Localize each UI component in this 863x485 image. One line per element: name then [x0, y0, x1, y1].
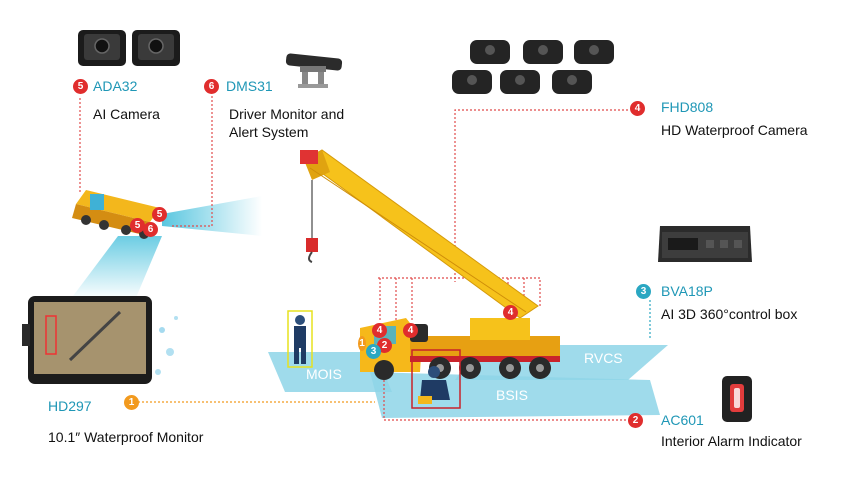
control-box-product: [658, 226, 752, 262]
side-worker-figure: [411, 349, 461, 409]
pedestrian-figure: [287, 310, 313, 368]
badge-crane-fhd808-c: 4: [503, 305, 518, 320]
badge-crane-bva18p: 3: [366, 344, 381, 359]
badge-fhd808: 4: [630, 101, 645, 116]
zone-label-bsis: BSIS: [496, 387, 528, 403]
label-fhd808-code: FHD808: [661, 99, 714, 115]
alarm-indicator-product: [722, 376, 752, 422]
zone-label-mois: MOIS: [306, 366, 342, 382]
monitor-product: [22, 296, 178, 384]
label-ac601-code: AC601: [661, 412, 704, 428]
label-fhd808-desc: HD Waterproof Camera: [661, 122, 808, 138]
ai-camera-product: [78, 30, 180, 66]
badge-crane-fhd808-a: 4: [372, 323, 387, 338]
waterproof-camera-product: [452, 40, 614, 94]
ai-camera-beam-down: [70, 236, 162, 300]
label-ada32-code: ADA32: [93, 78, 138, 94]
label-ac601-desc: Interior Alarm Indicator: [661, 433, 802, 449]
zone-label-rvcs: RVCS: [584, 350, 623, 366]
label-dms31-desc-line1: Driver Monitor and: [229, 106, 345, 122]
label-hd297-code: HD297: [48, 398, 92, 414]
badge-ada32: 5: [73, 79, 88, 94]
badge-small-crane-dms31: 6: [143, 222, 158, 237]
badge-ac601: 2: [628, 413, 643, 428]
label-bva18p-desc: AI 3D 360°control box: [661, 306, 798, 322]
label-hd297-desc: 10.1″ Waterproof Monitor: [48, 429, 204, 445]
label-dms31-code: DMS31: [226, 78, 273, 94]
badge-small-crane-ada32: 5: [152, 207, 167, 222]
badge-hd297: 1: [124, 395, 139, 410]
main-crane-illustration: [300, 149, 560, 380]
badge-small-crane-ada32-b: 5: [130, 218, 145, 233]
label-bva18p-code: BVA18P: [661, 283, 713, 299]
badge-crane-hd297: 1: [358, 336, 366, 351]
badge-crane-fhd808-b: 4: [403, 323, 418, 338]
badge-bva18p: 3: [636, 284, 651, 299]
label-ada32-desc: AI Camera: [93, 106, 160, 122]
badge-dms31: 6: [204, 79, 219, 94]
label-dms31-desc-line2: Alert System: [229, 124, 309, 140]
dms-camera-product: [285, 53, 343, 88]
